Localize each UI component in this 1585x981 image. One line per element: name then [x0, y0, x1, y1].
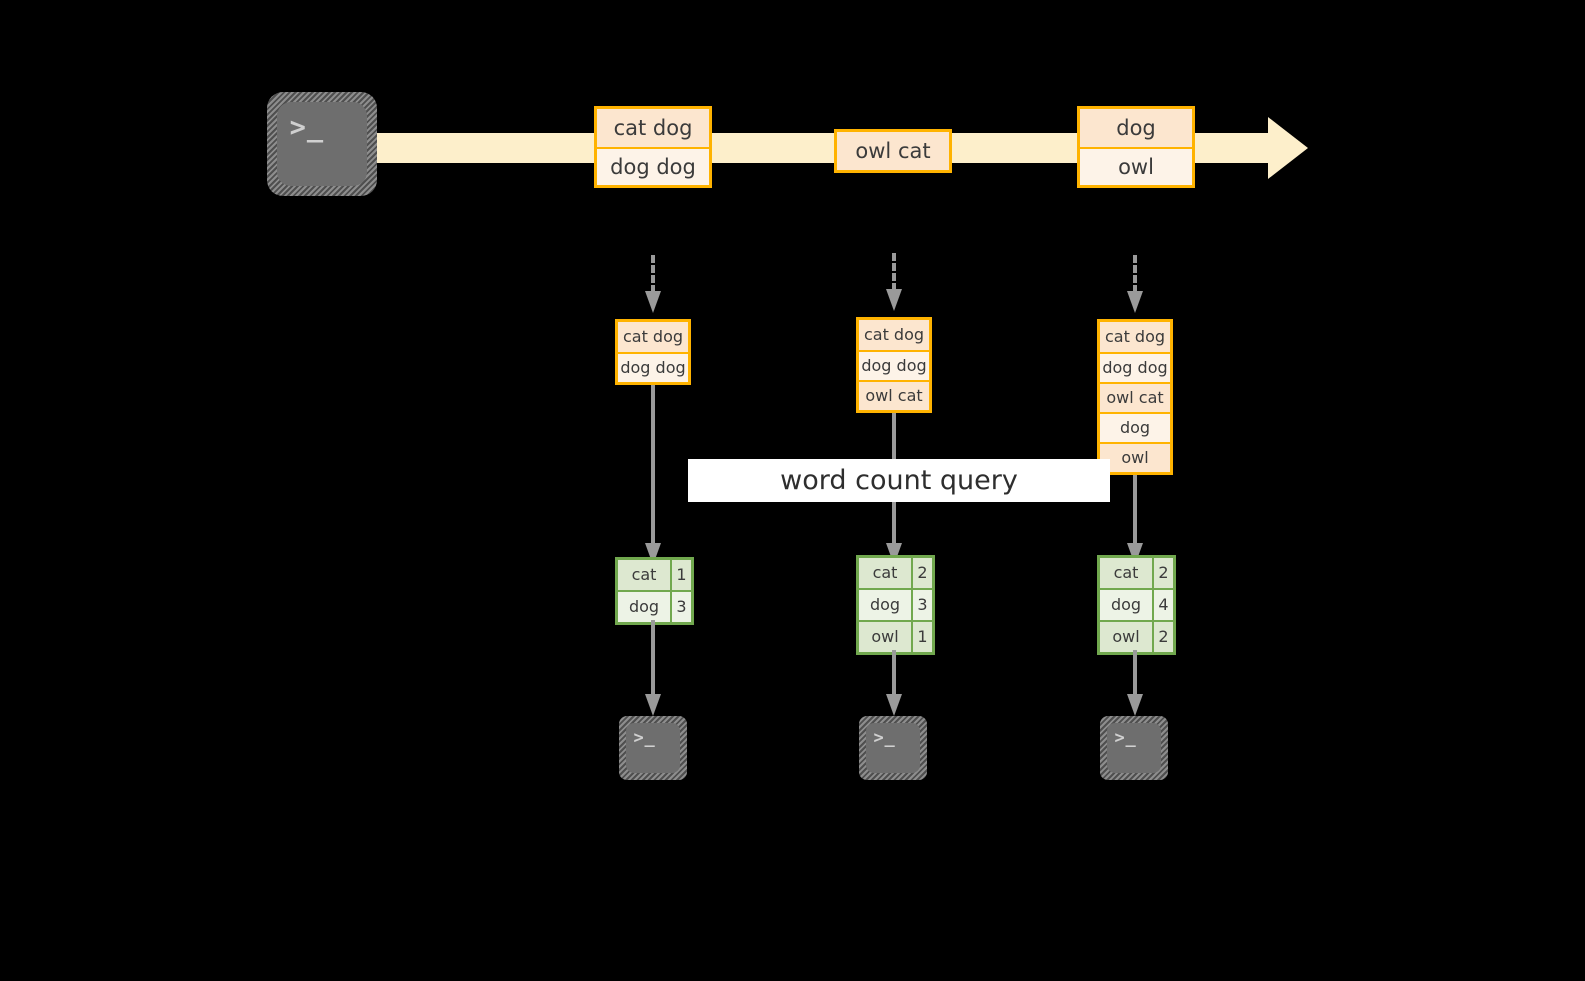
arrow-shaft	[1133, 255, 1137, 293]
result-count: 2	[911, 558, 932, 588]
stream-event-2-line-1: owl cat	[855, 138, 931, 163]
snapshot-1-sink-arrow	[645, 620, 661, 716]
terminal-screen: >_	[1107, 723, 1161, 773]
result-count: 2	[1152, 622, 1173, 652]
snapshot-2-trigger-arrow	[886, 253, 902, 313]
result-word: dog	[1110, 595, 1142, 614]
result-word: cat	[1113, 563, 1139, 582]
result-count: 4	[1152, 590, 1173, 620]
snapshot-1-trigger-arrow	[645, 255, 661, 315]
snapshot-2-sink-arrow	[886, 650, 902, 716]
snapshot-3-trigger-arrow	[1127, 255, 1143, 315]
arrow-shaft	[651, 255, 655, 293]
arrow-head	[645, 291, 661, 313]
result-count: 3	[911, 590, 932, 620]
table-row: owl 2	[1100, 620, 1173, 652]
snapshot-3-sink-arrow	[1127, 650, 1143, 716]
terminal-screen: >_	[626, 723, 680, 773]
result-word: cat	[872, 563, 898, 582]
list-item: dog dog	[859, 350, 929, 380]
arrow-head	[886, 694, 902, 716]
table-row: cat 2	[1100, 558, 1173, 588]
arrow-shaft	[1133, 475, 1137, 545]
arrow-head	[886, 289, 902, 311]
stream-event-3[interactable]: dog owl	[1077, 106, 1195, 188]
list-item: owl cat	[1100, 382, 1170, 412]
arrow-shaft	[651, 385, 655, 545]
list-item: owl	[1100, 442, 1170, 472]
terminal-screen: >_	[277, 102, 367, 186]
list-item: cat dog	[622, 327, 684, 346]
arrow-head	[1127, 291, 1143, 313]
snapshot-2-sink-terminal-icon[interactable]: >_	[859, 716, 927, 780]
snapshot-1-sink-terminal-icon[interactable]: >_	[619, 716, 687, 780]
arrow-shaft	[892, 253, 896, 291]
terminal-screen: >_	[866, 723, 920, 773]
result-count: 2	[1152, 558, 1173, 588]
result-word: dog	[628, 597, 660, 616]
table-row: owl 1	[859, 620, 932, 652]
snapshot-3-accumulated-table[interactable]: cat dog dog dog owl cat dog owl	[1097, 319, 1173, 475]
snapshot-3-result-table[interactable]: cat 2 dog 4 owl 2	[1097, 555, 1176, 655]
arrow-head	[1127, 694, 1143, 716]
table-row: cat 1	[618, 560, 691, 590]
arrow-head	[645, 694, 661, 716]
list-item: cat dog	[1104, 327, 1166, 346]
arrow-shaft	[1133, 650, 1137, 696]
table-row: dog 3	[618, 590, 691, 622]
stream-event-1-line-1: cat dog	[613, 115, 693, 140]
stream-event-1-line-2: dog dog	[597, 147, 709, 185]
query-label-band: word count query	[688, 459, 1110, 502]
source-terminal-icon[interactable]: >_	[267, 92, 377, 196]
terminal-prompt-glyph: >_	[633, 728, 656, 748]
result-word: owl	[1112, 627, 1140, 646]
table-row: cat 2	[859, 558, 932, 588]
list-item: owl cat	[859, 380, 929, 410]
result-count: 1	[670, 560, 691, 590]
result-count: 1	[911, 622, 932, 652]
snapshot-2-result-table[interactable]: cat 2 dog 3 owl 1	[856, 555, 935, 655]
stream-event-3-line-2: owl	[1080, 147, 1192, 185]
terminal-prompt-glyph: >_	[873, 728, 896, 748]
query-label: word count query	[780, 465, 1018, 496]
terminal-prompt-glyph: >_	[1114, 728, 1137, 748]
snapshot-3-query-arrow	[1127, 475, 1143, 565]
list-item: dog dog	[1100, 352, 1170, 382]
result-word: owl	[871, 627, 899, 646]
list-item: dog	[1100, 412, 1170, 442]
event-stream-arrowhead	[1268, 117, 1308, 179]
result-word: dog	[869, 595, 901, 614]
snapshot-1-accumulated-table[interactable]: cat dog dog dog	[615, 319, 691, 385]
table-row: dog 4	[1100, 588, 1173, 620]
snapshot-2-accumulated-table[interactable]: cat dog dog dog owl cat	[856, 317, 932, 413]
table-row: dog 3	[859, 588, 932, 620]
stream-event-1[interactable]: cat dog dog dog	[594, 106, 712, 188]
snapshot-1-query-arrow	[645, 385, 661, 565]
stream-event-2[interactable]: owl cat	[834, 129, 952, 173]
list-item: dog dog	[618, 352, 688, 382]
stream-event-3-line-1: dog	[1116, 115, 1156, 140]
result-word: cat	[631, 565, 657, 584]
arrow-shaft	[892, 650, 896, 696]
arrow-shaft	[651, 620, 655, 696]
snapshot-3-sink-terminal-icon[interactable]: >_	[1100, 716, 1168, 780]
result-count: 3	[670, 592, 691, 622]
terminal-prompt-glyph: >_	[289, 111, 325, 143]
snapshot-1-result-table[interactable]: cat 1 dog 3	[615, 557, 694, 625]
list-item: cat dog	[863, 325, 925, 344]
